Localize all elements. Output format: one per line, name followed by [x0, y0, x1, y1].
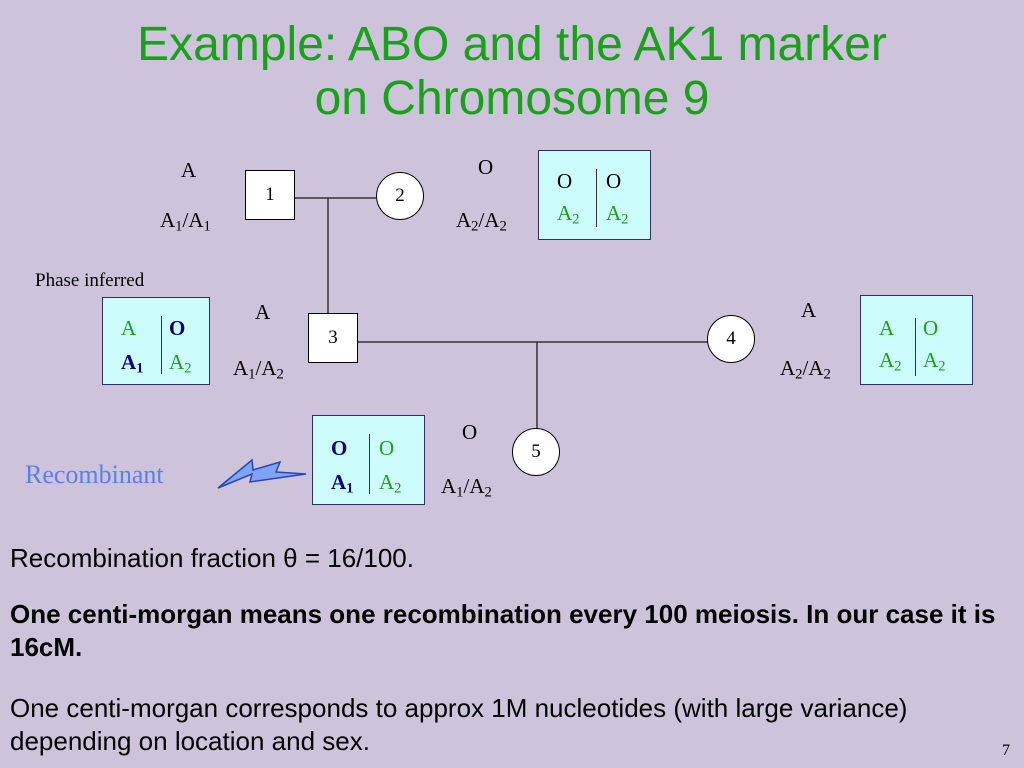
individual-3-id: 3 [328, 327, 338, 348]
individual-1-square: 1 [245, 170, 295, 220]
phase-inferred-label: Phase inferred [35, 270, 145, 291]
hap4-right-bottom: A2 [923, 348, 946, 375]
individual-2-phenotype: O [478, 155, 494, 179]
hap5-right-top: O [379, 436, 395, 460]
haplotype-box-2: O O A2 A2 [538, 150, 651, 240]
haplotype-box-5: O O A1 A2 [312, 415, 425, 505]
individual-5-circle: 5 [512, 428, 560, 476]
hap3-right-bottom: A2 [169, 350, 192, 377]
hap2-left-bottom: A2 [557, 201, 580, 228]
individual-3-phenotype: A [255, 300, 271, 324]
individual-5-id: 5 [531, 441, 541, 462]
individual-4-id: 4 [726, 328, 736, 349]
text-recombination-fraction: Recombination fraction θ = 16/100. [10, 543, 414, 573]
individual-2-genotype: A2/A2 [456, 208, 507, 235]
hap3-left-bottom: A1 [121, 350, 144, 377]
recombinant-arrow [217, 458, 307, 489]
individual-4-phenotype: A [801, 298, 817, 322]
haplotype-box-3: A O A1 A2 [102, 297, 210, 385]
title-line-2: on Chromosome 9 [314, 72, 710, 125]
hap2-right-bottom: A2 [606, 201, 629, 228]
hap3-right-top: O [169, 316, 186, 340]
text-centimorgan-definition: One centi-morgan means one recombination… [10, 599, 996, 662]
hap2-divider [596, 169, 597, 227]
individual-5-phenotype: O [462, 420, 478, 444]
individual-2-id: 2 [395, 185, 405, 206]
hap4-divider [915, 318, 916, 376]
hap2-right-top: O [606, 169, 622, 193]
hap5-right-bottom: A2 [379, 470, 402, 497]
individual-1-phenotype: A [181, 158, 197, 182]
hap5-left-bottom: A1 [331, 470, 354, 497]
hap4-right-top: O [923, 316, 939, 340]
slide-title: Example: ABO and the AK1 marker on Chrom… [0, 18, 1024, 126]
individual-5-genotype: A1/A2 [441, 474, 492, 501]
hap4-left-bottom: A2 [879, 348, 902, 375]
individual-3-square: 3 [308, 313, 358, 363]
individual-1-genotype: A1/A1 [160, 208, 211, 235]
recombinant-label: Recombinant [25, 460, 164, 489]
hap5-left-top: O [331, 436, 348, 460]
individual-2-circle: 2 [376, 172, 424, 220]
hap3-divider [161, 316, 162, 374]
page-number: 7 [1002, 742, 1010, 759]
title-line-1: Example: ABO and the AK1 marker [137, 18, 887, 71]
hap5-divider [369, 434, 370, 494]
text-centimorgan-nucleotides: One centi-morgan corresponds to approx 1… [10, 693, 908, 756]
individual-4-genotype: A2/A2 [780, 356, 831, 383]
individual-1-id: 1 [265, 184, 275, 205]
hap2-left-top: O [557, 169, 573, 193]
hap4-left-top: A [879, 316, 895, 340]
individual-4-circle: 4 [707, 315, 755, 363]
haplotype-box-4: A O A2 A2 [860, 295, 973, 385]
hap3-left-top: A [121, 316, 137, 340]
individual-3-genotype: A1/A2 [233, 356, 284, 383]
